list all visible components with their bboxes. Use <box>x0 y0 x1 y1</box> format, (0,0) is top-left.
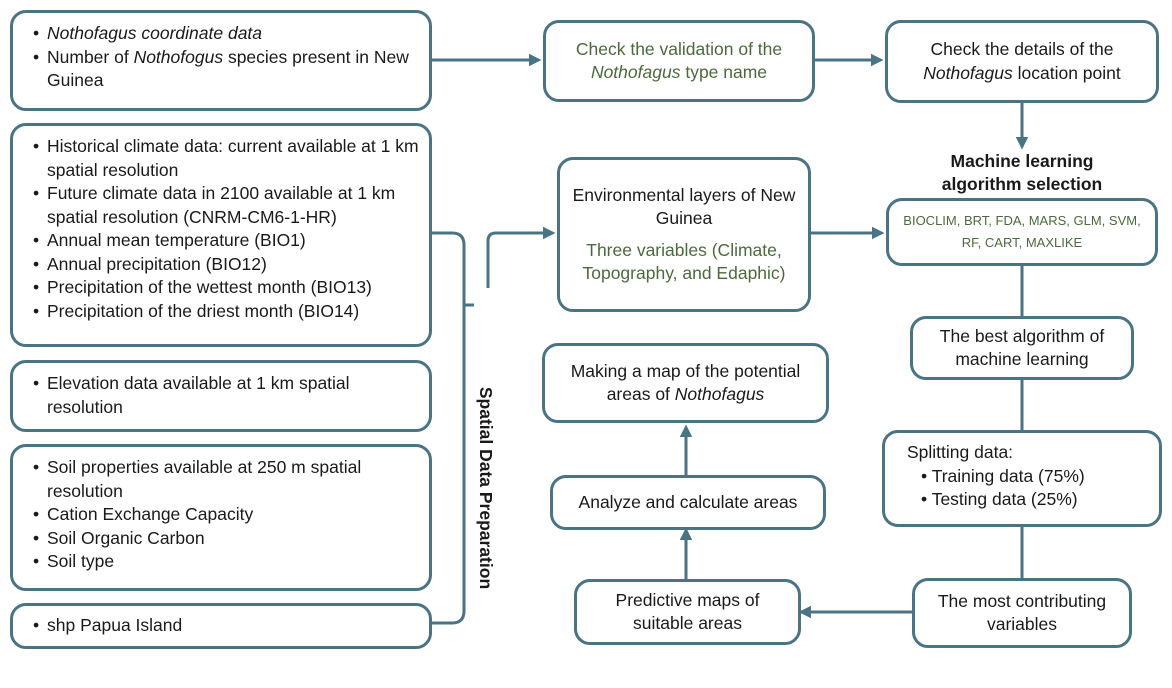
bullet-soc: Soil Organic Carbon <box>31 527 419 551</box>
bullet-soil-type: Soil type <box>31 550 419 574</box>
bullet-coordinate-data: Nothofagus coordinate data <box>31 22 419 46</box>
predictive-maps-box: Predictive maps of suitable areas <box>574 579 801 645</box>
input-box-nothofagus-data: Nothofagus coordinate data Number of Not… <box>10 10 432 111</box>
map-text: Making a map of the potential areas of N… <box>570 360 801 405</box>
bullet-bio14: Precipitation of the driest month (BIO14… <box>31 300 419 324</box>
bullet-future-climate: Future climate data in 2100 available at… <box>31 182 419 229</box>
spatial-data-preparation-label: Spatial Data Preparation <box>474 288 498 688</box>
coordinate-data-text: Nothofagus coordinate data <box>47 23 263 43</box>
bullet-historical-climate: Historical climate data: current availab… <box>31 135 419 182</box>
splitting-data-box: Splitting data: • Training data (75%) • … <box>882 430 1162 527</box>
bullet-species-number: Number of Nothofogus species present in … <box>31 46 419 93</box>
environmental-layers-title: Environmental layers of New Guinea <box>572 184 796 229</box>
analyze-text: Analyze and calculate areas <box>578 491 798 512</box>
bullet-training: • Training data (75%) <box>921 465 1085 486</box>
contributing-variables-text: The most contributing variables <box>937 590 1107 635</box>
input-box-climate-data: Historical climate data: current availab… <box>10 123 432 347</box>
validation-box: Check the validation of the Nothofagus t… <box>543 20 815 102</box>
bullet-bio13: Precipitation of the wettest month (BIO1… <box>31 276 419 300</box>
bracket-spatial-data <box>432 231 466 625</box>
input-box-elevation: Elevation data available at 1 km spatial… <box>10 360 432 432</box>
bullet-bio12: Annual precipitation (BIO12) <box>31 253 419 277</box>
input-box-shp: shp Papua Island <box>10 603 432 649</box>
species-genus-text: Nothofogus <box>133 46 224 67</box>
details-text: Check the details of the Nothofagus loca… <box>923 39 1121 83</box>
bullet-testing: • Testing data (25%) <box>921 489 1078 509</box>
predictive-maps-text: Predictive maps of suitable areas <box>615 589 760 634</box>
details-box: Check the details of the Nothofagus loca… <box>885 20 1159 103</box>
bullet-cec: Cation Exchange Capacity <box>31 503 419 527</box>
bullet-shp: shp Papua Island <box>31 614 419 638</box>
three-variables-text: Three variables (Climate, Topography, an… <box>582 239 786 284</box>
analyze-box: Analyze and calculate areas <box>550 475 826 530</box>
algorithms-box: BIOCLIM, BRT, FDA, MARS, GLM, SVM, RF, C… <box>886 198 1158 266</box>
algorithms-text: BIOCLIM, BRT, FDA, MARS, GLM, SVM, RF, C… <box>903 213 1141 250</box>
validation-text: Check the validation of the Nothofagus t… <box>575 38 783 83</box>
ml-selection-title: Machine learning algorithm selection <box>941 151 1103 194</box>
bullet-elevation: Elevation data available at 1 km spatial… <box>31 372 419 419</box>
splitting-data-title: Splitting data: <box>907 442 1014 462</box>
bullet-bio1: Annual mean temperature (BIO1) <box>31 229 419 253</box>
best-algorithm-text: The best algorithm of machine learning <box>939 325 1105 370</box>
best-algorithm-box: The best algorithm of machine learning <box>910 316 1134 380</box>
bullet-soil-properties: Soil properties available at 250 m spati… <box>31 456 419 503</box>
environmental-layers-box: Environmental layers of New Guinea Three… <box>557 157 811 312</box>
map-box: Making a map of the potential areas of N… <box>542 343 829 423</box>
input-box-soil: Soil properties available at 250 m spati… <box>10 444 432 591</box>
contributing-variables-box: The most contributing variables <box>912 578 1132 648</box>
